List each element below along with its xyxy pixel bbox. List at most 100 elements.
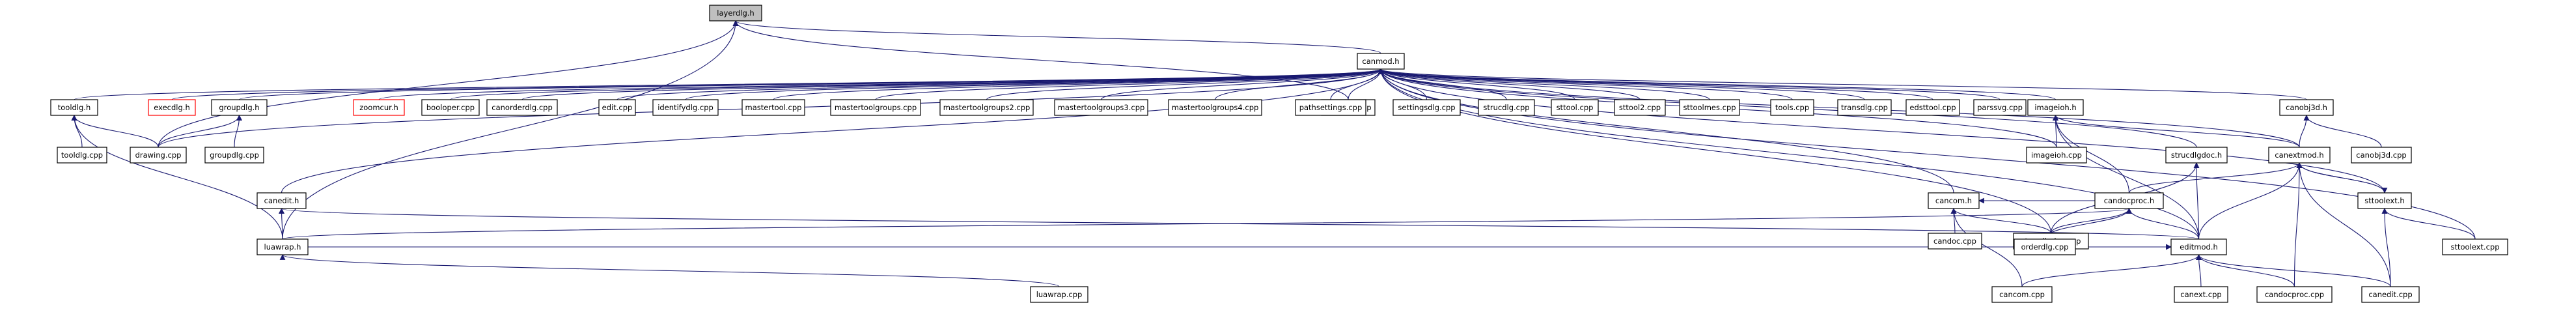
- node-sttoolmes-cpp[interactable]: sttoolmes.cpp: [1679, 99, 1740, 116]
- node-luawrap-cpp[interactable]: luawrap.cpp: [1030, 286, 1088, 303]
- edge-canedit-h-to-canmod-h: [281, 68, 1384, 194]
- node-drawing-cpp[interactable]: drawing.cpp: [130, 147, 187, 164]
- node-box: [2174, 286, 2228, 303]
- edge-groupdlg-cpp-to-groupdlg-h: [234, 115, 242, 148]
- edge-transdlg-cpp-to-canmod-h: [1378, 68, 1865, 100]
- edge-drawing-cpp-to-layerdlg-h: [158, 20, 739, 148]
- node-box: [256, 192, 307, 209]
- node-tools-cpp[interactable]: tools.cpp: [1770, 99, 1814, 116]
- node-candocproc-h[interactable]: candocproc.h: [2094, 192, 2164, 209]
- node-canext-cpp[interactable]: canext.cpp: [2174, 286, 2228, 303]
- node-cancom-cpp[interactable]: cancom.cpp: [1991, 286, 2053, 303]
- edge-tooldlg-cpp-to-tooldlg-h: [71, 115, 83, 148]
- node-booloper-cpp[interactable]: booloper.cpp: [421, 99, 480, 116]
- node-tooldlg-h[interactable]: tooldlg.h: [50, 99, 98, 116]
- node-canmod-h[interactable]: canmod.h: [1357, 53, 1405, 70]
- node-canedit-h[interactable]: canedit.h: [256, 192, 307, 209]
- node-sttoolext-h[interactable]: sttoolext.h: [2357, 192, 2412, 209]
- node-strucdlg-cpp[interactable]: strucdlg.cpp: [1478, 99, 1535, 116]
- node-label: transdlg.cpp: [1841, 103, 1888, 112]
- node-mastertoolgroups3-cpp[interactable]: mastertoolgroups3.cpp: [1054, 99, 1148, 116]
- node-parssvg-cpp[interactable]: parssvg.cpp: [1973, 99, 2027, 116]
- node-canobj3d-cpp[interactable]: canobj3d.cpp: [2351, 147, 2412, 164]
- node-cancom-h[interactable]: cancom.h: [1928, 192, 1980, 209]
- edge-canedit-cpp-to-canextmod-h: [2296, 162, 2391, 287]
- node-groupdlg-cpp[interactable]: groupdlg.cpp: [204, 147, 264, 164]
- node-box: [1392, 99, 1461, 116]
- edge-mastertoolgroups-cpp-to-canmod-h: [875, 68, 1384, 100]
- node-canedit-cpp[interactable]: canedit.cpp: [2361, 286, 2420, 303]
- edge-canextmod-h-to-sttoolext-h: [2299, 162, 2388, 194]
- node-pathsettings-cpp[interactable]: pathsettings.cpp: [1295, 99, 1366, 116]
- edge-mastertoolgroups3-cpp-to-canmod-h: [1100, 68, 1384, 100]
- node-box: [1551, 99, 1599, 116]
- node-editmod-h[interactable]: editmod.h: [2170, 238, 2227, 255]
- edge-imageioh-h-to-canmod-h: [1378, 68, 2057, 100]
- node-label: candocproc.cpp: [2265, 290, 2324, 299]
- node-edsttool-cpp[interactable]: edsttool.cpp: [1905, 99, 1960, 116]
- node-box: [2165, 147, 2228, 164]
- node-box: [1837, 99, 1892, 116]
- node-label: drawing.cpp: [135, 151, 182, 160]
- node-box: [652, 99, 719, 116]
- node-luawrap-h[interactable]: luawrap.h: [256, 238, 309, 255]
- node-layerdlg-h[interactable]: layerdlg.h: [709, 5, 762, 22]
- node-box: [2357, 192, 2412, 209]
- node-mastertoolgroups4-cpp[interactable]: mastertoolgroups4.cpp: [1168, 99, 1262, 116]
- node-label: canorderdlg.cpp: [492, 103, 553, 112]
- node-identifydlg-cpp[interactable]: identifydlg.cpp: [652, 99, 719, 116]
- node-box: [2170, 238, 2227, 255]
- node-label: pathsettings.cpp: [1299, 103, 1363, 112]
- node-mastertoolgroups2-cpp[interactable]: mastertoolgroups2.cpp: [939, 99, 1034, 116]
- node-tooldlg-cpp[interactable]: tooldlg.cpp: [57, 147, 107, 164]
- edge-zoomcur-h-to-canmod-h: [378, 68, 1383, 100]
- node-box: [353, 99, 405, 116]
- node-sttoolext-cpp[interactable]: sttoolext.cpp: [2442, 238, 2508, 255]
- node-mastertoolgroups-cpp[interactable]: mastertoolgroups.cpp: [830, 99, 921, 116]
- node-label: canmod.h: [1362, 57, 1399, 66]
- edge-editmod-h-to-canextmod-h: [2198, 162, 2303, 240]
- node-label: candoc.cpp: [1933, 237, 1976, 246]
- node-candocproc-cpp[interactable]: candocproc.cpp: [2256, 286, 2333, 303]
- node-box: [1030, 286, 1088, 303]
- node-label: mastertoolgroups2.cpp: [943, 103, 1031, 112]
- node-box: [2026, 147, 2087, 164]
- node-canextmod-h[interactable]: canextmod.h: [2268, 147, 2331, 164]
- node-box: [2351, 147, 2412, 164]
- node-edit-cpp[interactable]: edit.cpp: [598, 99, 636, 116]
- node-strucdlgdoc-h[interactable]: strucdlgdoc.h: [2165, 147, 2228, 164]
- node-orderdlg-cpp[interactable]: orderdlg.cpp: [2014, 238, 2076, 255]
- node-imageioh-cpp[interactable]: imageioh.cpp: [2026, 147, 2087, 164]
- node-box: [741, 99, 805, 116]
- node-canorderdlg-cpp[interactable]: canorderdlg.cpp: [486, 99, 558, 116]
- node-mastertool-cpp[interactable]: mastertool.cpp: [741, 99, 805, 116]
- node-label: mastertoolgroups4.cpp: [1172, 103, 1259, 112]
- node-box: [2014, 238, 2076, 255]
- node-sttool-cpp[interactable]: sttool.cpp: [1551, 99, 1599, 116]
- edge-canedit-cpp-to-editmod-h: [2196, 254, 2391, 287]
- node-box: [1357, 53, 1405, 70]
- edge-layerdlg-cpp-to-layerdlg-h: [732, 20, 1349, 100]
- node-box: [2361, 286, 2420, 303]
- node-groupdlg-h[interactable]: groupdlg.h: [211, 99, 268, 116]
- node-box: [939, 99, 1034, 116]
- node-settingsdlg-cpp[interactable]: settingsdlg.cpp: [1392, 99, 1461, 116]
- node-label: groupdlg.h: [219, 103, 259, 112]
- node-sttool2-cpp[interactable]: sttool2.cpp: [1614, 99, 1666, 116]
- node-zoomcur-h[interactable]: zoomcur.h: [353, 99, 405, 116]
- node-box: [204, 147, 264, 164]
- node-label: sttoolmes.cpp: [1683, 103, 1736, 112]
- node-label: cancom.h: [1935, 196, 1972, 205]
- node-box: [830, 99, 921, 116]
- node-canobj3d-h[interactable]: canobj3d.h: [2279, 99, 2334, 116]
- node-candoc-cpp[interactable]: candoc.cpp: [1928, 233, 1982, 250]
- node-label: canobj3d.h: [2286, 103, 2327, 112]
- edge-drawing-cpp-to-tooldlg-h: [71, 115, 159, 148]
- node-execdlg-h[interactable]: execdlg.h: [148, 99, 196, 116]
- node-label: cancom.cpp: [1999, 290, 2045, 299]
- node-transdlg-cpp[interactable]: transdlg.cpp: [1837, 99, 1892, 116]
- nodes-layer: layerdlg.hcanmod.hlayerdlg.cpptooldlg.he…: [50, 5, 2508, 303]
- edge-candocproc-cpp-to-canextmod-h: [2293, 162, 2303, 287]
- node-imageioh-h[interactable]: imageioh.h: [2027, 99, 2084, 116]
